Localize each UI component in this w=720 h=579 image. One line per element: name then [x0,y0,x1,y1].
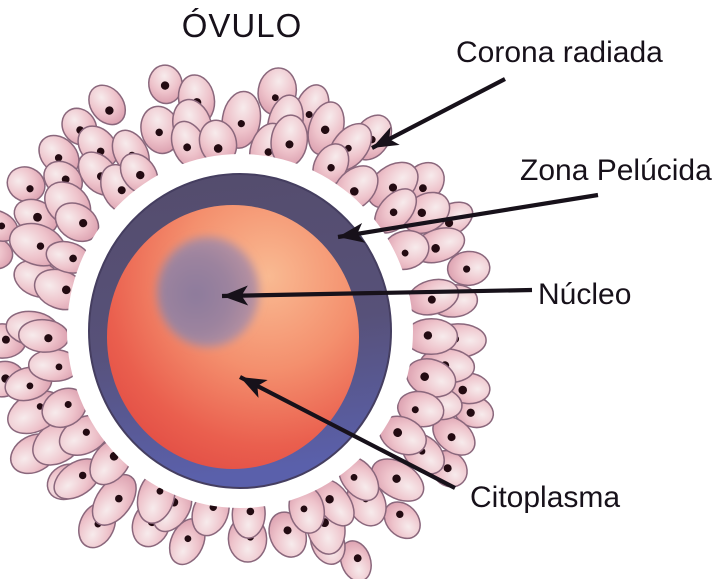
corona-cell [404,317,459,356]
corona-radiata-cells [0,64,495,579]
cell-nucleus-dot [26,185,34,193]
cell-nucleus-dot [55,363,63,371]
cell-nucleus-dot [283,526,292,535]
cell-nucleus-dot [396,510,404,519]
cell-nucleus-dot [213,144,223,153]
cell-nucleus-dot [183,143,192,152]
arrow-nucleo [221,285,533,306]
cell-nucleus-dot [349,187,359,196]
cell-nucleus-dot [423,331,433,340]
arrows [221,77,599,490]
cell-nucleus-dot [327,164,335,172]
cell-nucleus-dot [431,244,440,253]
cell-nucleus-dot [320,125,330,134]
cell-nucleus-dot [393,428,403,437]
cell-nucleus-dot [1,335,10,344]
cell-nucleus-dot [388,183,398,192]
cell-nucleus-dot [155,128,163,137]
cell-nucleus-dot [61,175,70,184]
cell-nucleus-dot [105,106,114,115]
corona-cell [6,166,46,203]
label-citoplasma: Citoplasma [470,481,620,514]
cell-nucleus-dot [325,495,334,504]
cell-nucleus-dot [36,242,45,250]
cell-nucleus-dot [271,94,279,102]
cell-nucleus-dot [0,222,6,230]
nucleus [157,237,259,347]
cell-nucleus-dot [160,81,170,90]
cell-nucleus-dot [285,140,294,149]
corona-cell [91,473,137,526]
cell-nucleus-dot [300,505,308,513]
cell-nucleus-dot [78,471,87,480]
cell-nucleus-dot [136,170,145,180]
corona-cell [198,119,238,166]
cell-nucleus-dot [117,186,126,195]
corona-cell [17,318,70,353]
label-nucleo: Núcleo [538,278,631,311]
cell-nucleus-dot [79,219,88,228]
corona-cell [88,84,127,126]
cell-nucleus-dot [305,111,313,119]
corona-cell [339,540,372,579]
cell-nucleus-dot [44,334,53,343]
cell-nucleus-dot [184,535,192,543]
cell-nucleus-dot [237,120,245,128]
arrow-citoplasma [239,375,456,490]
cell-nucleus-dot [156,487,164,495]
corona-cell [0,236,14,270]
cell-nucleus-dot [26,382,34,390]
arrow-zona-pelucida [337,192,599,243]
cell-nucleus-dot [401,249,409,257]
cell-nucleus-dot [82,428,90,436]
cell-nucleus-dot [54,154,63,162]
cell-nucleus-dot [350,474,358,481]
cell-nucleus-dot [353,554,362,563]
corona-cell [432,415,476,456]
cell-nucleus-dot [389,208,398,217]
cell-nucleus-dot [246,507,255,516]
cell-nucleus-dot [264,148,273,156]
cell-nucleus-dot [33,212,42,222]
corona-cell [446,250,491,287]
cell-nucleus-dot [458,385,468,395]
cell-nucleus-dot [64,400,72,408]
cell-nucleus-dot [36,403,44,410]
cell-nucleus-dot [419,184,427,193]
arrow-corona-radiada [371,77,506,150]
cell-nucleus-dot [61,285,71,295]
cell-nucleus-dot [411,406,419,414]
cell-nucleus-dot [115,494,123,503]
label-corona-radiada: Corona radiada [456,36,663,69]
cell-nucleus-dot [69,254,77,263]
page-title: ÓVULO [182,7,303,44]
label-zona-pelucida: Zona Pelúcida [520,154,712,187]
cell-nucleus-dot [420,372,429,381]
cell-nucleus-dot [463,265,471,273]
cell-nucleus-dot [392,474,401,483]
cell-nucleus-dot [443,464,452,473]
cell-nucleus-dot [466,408,475,417]
cell-nucleus-dot [417,208,427,217]
corona-cell [383,501,421,540]
cell-nucleus-dot [447,433,456,442]
cell-nucleus-dot [427,295,436,304]
